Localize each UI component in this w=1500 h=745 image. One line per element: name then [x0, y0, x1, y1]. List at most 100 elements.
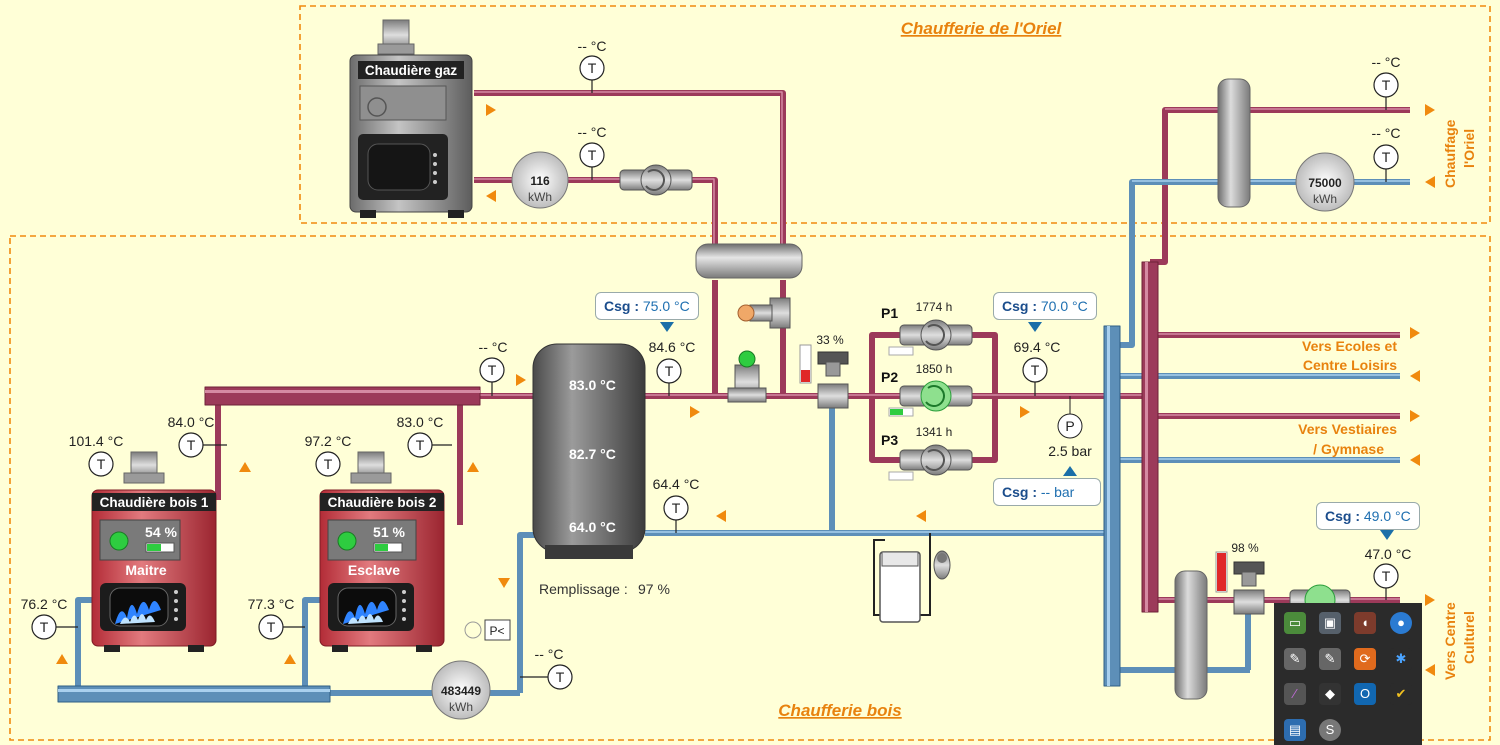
- pump-p3[interactable]: [888, 444, 973, 481]
- zone-oriel-title: Chaufferie de l'Oriel: [901, 19, 1063, 38]
- setpoint-culturel[interactable]: Csg : 49.0 °C: [1316, 502, 1420, 530]
- tool-icon[interactable]: ✎: [1284, 648, 1306, 670]
- wood-boiler-2: [319, 451, 445, 652]
- check-icon[interactable]: ✔: [1390, 683, 1412, 705]
- setpoint-tank[interactable]: Csg : 75.0 °C: [595, 292, 699, 320]
- pressure-value: 2.5 bar: [1048, 443, 1092, 459]
- pen-icon[interactable]: ⁄: [1284, 683, 1306, 705]
- sensor-oriel-return: [1373, 144, 1399, 182]
- pump-p1-hours: 1774 h: [916, 300, 953, 314]
- gas-boiler: [349, 19, 473, 218]
- gas-boiler-name: Chaudière gaz: [365, 63, 458, 78]
- meter-gaz[interactable]: [511, 151, 569, 209]
- sensor-culturel: [1373, 563, 1399, 600]
- speaker-icon[interactable]: ◖: [1354, 612, 1376, 634]
- sensor-bois2-return: [258, 614, 305, 640]
- temp-oriel-out: -- °C: [1372, 54, 1401, 70]
- pump-p2[interactable]: [888, 380, 973, 417]
- bois2-title-bg: [320, 493, 444, 511]
- temp-gaz-out: -- °C: [578, 38, 607, 54]
- pressure-switch-glyph: P<: [489, 624, 504, 638]
- temperature-sensors: [31, 55, 1399, 690]
- bois2-name: Chaudière bois 2: [328, 495, 437, 510]
- monitor-icon[interactable]: ▤: [1284, 719, 1306, 741]
- pressure-switch: [464, 619, 511, 641]
- pressure-glyph: P: [1065, 418, 1074, 434]
- sensor-glyph: T: [187, 437, 196, 453]
- temp-bois2-flue: 97.2 °C: [305, 433, 352, 449]
- bois2-role: Esclave: [348, 562, 400, 578]
- collector-tank: [695, 243, 803, 279]
- valve-gaz-motor[interactable]: [737, 297, 791, 329]
- bois1-percent: 54 %: [145, 524, 177, 540]
- setpoint-label: Csg :: [604, 298, 639, 314]
- sensor-bois2-flue: [315, 451, 341, 477]
- wood-boiler-1: [91, 451, 217, 652]
- setpoint-pressure-value: -- bar: [1040, 484, 1075, 500]
- valve-culturel-level: [1217, 553, 1226, 591]
- out-chauffage-2: l'Oriel: [1461, 129, 1477, 168]
- sensor-glyph: T: [1382, 77, 1391, 93]
- meter-gaz-unit: kWh: [528, 190, 552, 204]
- gas-boiler-title-bg: [358, 61, 464, 79]
- sensor-tank-return: [663, 495, 689, 533]
- valve-culturel[interactable]: [1215, 551, 1265, 615]
- temp-oriel-return: -- °C: [1372, 125, 1401, 141]
- tank-temp-bottom: 64.0 °C: [569, 519, 616, 535]
- culturel-separator: [1174, 570, 1208, 700]
- out-vestiaires-2: / Gymnase: [1313, 441, 1384, 457]
- setpoint-depart[interactable]: Csg : 70.0 °C: [993, 292, 1097, 320]
- setpoint-label: Csg :: [1325, 508, 1360, 524]
- bois2-percent: 51 %: [373, 524, 405, 540]
- out-ecoles-2: Centre Loisirs: [1303, 357, 1397, 373]
- out-vestiaires-1: Vers Vestiaires: [1298, 421, 1397, 437]
- bluetooth-icon[interactable]: ✱: [1390, 648, 1412, 670]
- pump-p1[interactable]: [888, 319, 973, 356]
- tank-temp-middle: 82.7 °C: [569, 446, 616, 462]
- setpoint-tank-value: 75.0 °C: [642, 298, 690, 314]
- valve-main[interactable]: [727, 350, 767, 403]
- zone-bois-frame: [9, 235, 1491, 741]
- flow-arrows: [56, 104, 1435, 676]
- temp-bois1-return: 76.2 °C: [21, 596, 68, 612]
- buffer-tank: [532, 343, 646, 559]
- sensor-bois1-return: [31, 614, 78, 640]
- valve-mixing[interactable]: [799, 344, 849, 409]
- temp-return-line: -- °C: [535, 646, 564, 662]
- meter-oriel[interactable]: [1295, 152, 1355, 212]
- display-icon[interactable]: ▣: [1319, 612, 1341, 634]
- sensor-depart: [1022, 357, 1048, 396]
- temp-gaz-return: -- °C: [578, 124, 607, 140]
- bois2-level-bar: [375, 544, 388, 551]
- out-ecoles-1: Vers Ecoles et: [1302, 338, 1397, 354]
- tank-temp-top: 83.0 °C: [569, 377, 616, 393]
- meter-bois-unit: kWh: [449, 700, 473, 714]
- setpoint-pressure[interactable]: Csg : -- bar: [993, 478, 1101, 506]
- sync-icon[interactable]: ⟳: [1354, 648, 1376, 670]
- sensor-bois1-out: [178, 432, 227, 458]
- pressure-sensor: [1057, 396, 1083, 439]
- pump-p1-name: P1: [881, 305, 898, 321]
- sensor-glyph: T: [267, 619, 276, 635]
- sensor-glyph: T: [97, 456, 106, 472]
- outlook-icon[interactable]: O: [1354, 683, 1376, 705]
- pump-gaz[interactable]: [619, 164, 693, 196]
- tool2-icon[interactable]: ✎: [1319, 648, 1341, 670]
- skype-icon[interactable]: S: [1319, 719, 1341, 741]
- temp-tank-return: 64.4 °C: [653, 476, 700, 492]
- sensor-bois1-flue: [88, 451, 114, 477]
- sensor-oriel-out: [1373, 72, 1399, 110]
- meter-bois[interactable]: [431, 660, 491, 720]
- network-icon[interactable]: ▭: [1284, 612, 1306, 634]
- out-culturel-1: Vers Centre: [1442, 602, 1458, 680]
- sensor-glyph: T: [1382, 149, 1391, 165]
- out-chauffage-1: Chauffage: [1442, 119, 1458, 188]
- sensor-glyph: T: [488, 362, 497, 378]
- tank-fill-value: 97 %: [638, 581, 670, 597]
- pump-p3-name: P3: [881, 432, 898, 448]
- oriel-separator: [1217, 78, 1251, 208]
- setpoint-pointers: [660, 322, 1394, 540]
- steam-icon[interactable]: ●: [1390, 612, 1412, 634]
- sensor-gaz-out: [579, 55, 605, 93]
- shield-icon[interactable]: ◆: [1319, 683, 1341, 705]
